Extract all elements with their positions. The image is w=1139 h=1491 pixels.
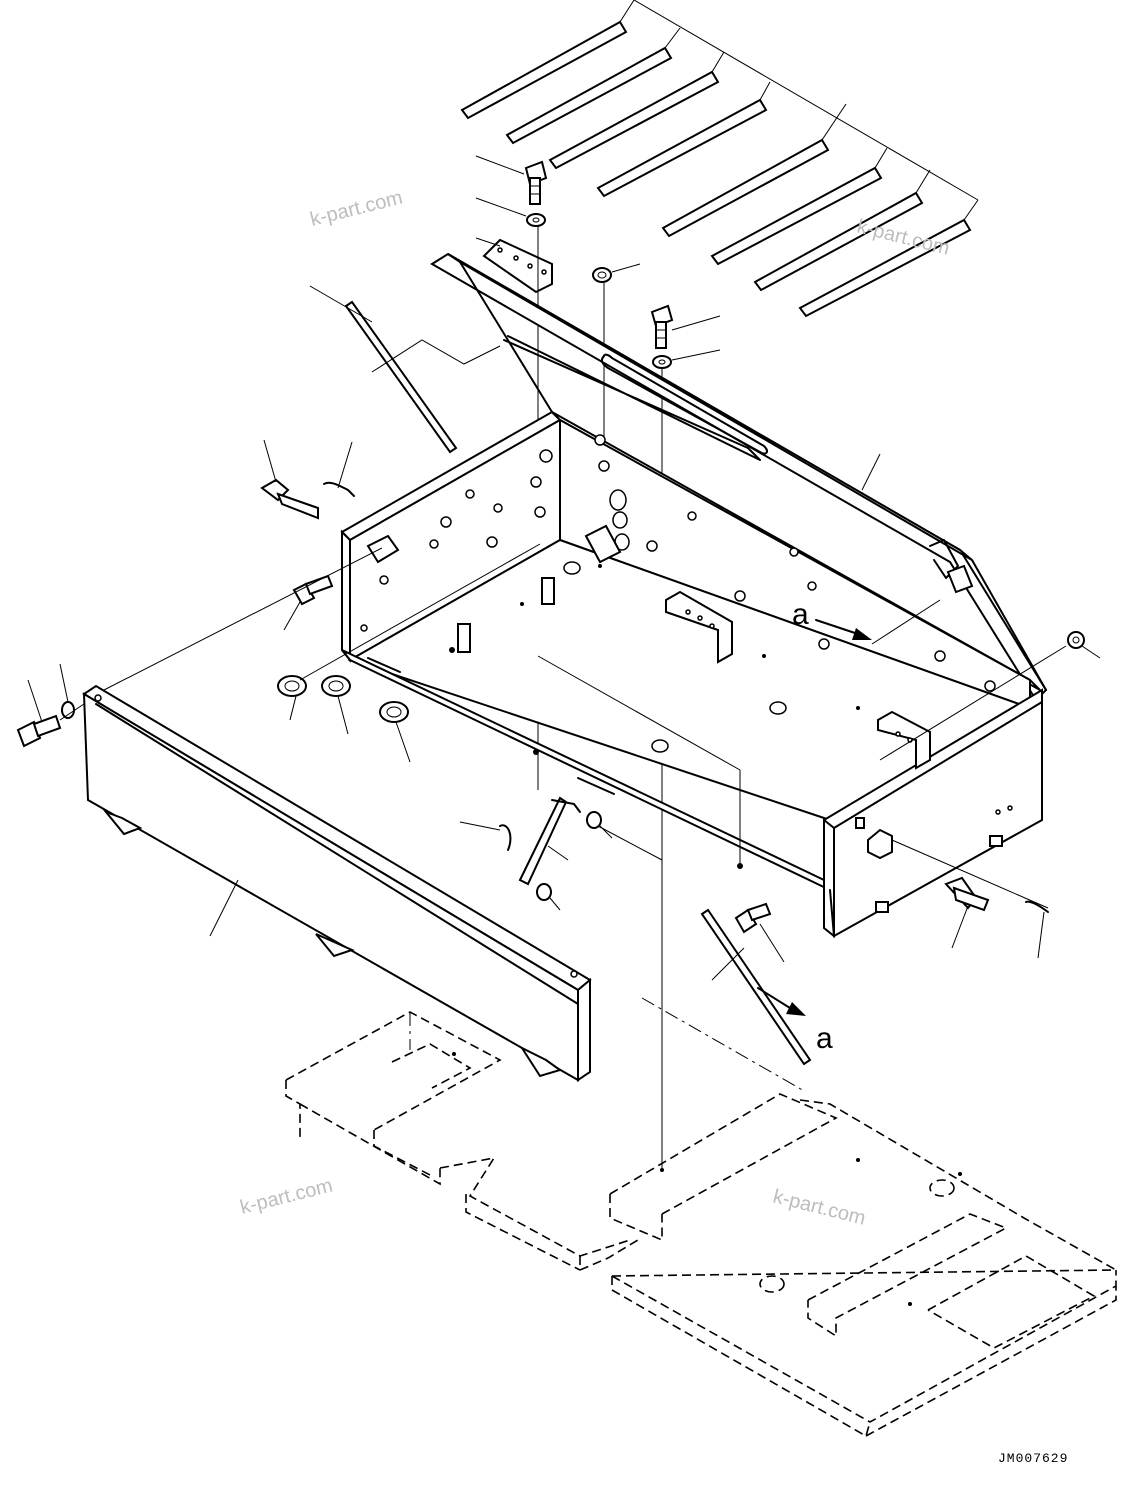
watermark-1: k-part.com xyxy=(308,187,405,231)
view-arrows: a a xyxy=(757,598,941,1055)
right-hardware xyxy=(700,631,1101,1066)
drawing-code: JM007629 xyxy=(998,1451,1068,1466)
left-hardware xyxy=(16,439,541,763)
view-marker-label-top: a xyxy=(792,598,809,631)
tray-lid xyxy=(430,252,1048,702)
stay-rod xyxy=(309,285,501,454)
middle-hardware xyxy=(459,655,741,911)
rubber-strips xyxy=(460,0,979,318)
front-panel xyxy=(82,684,592,1082)
watermark-3: k-part.com xyxy=(238,1175,335,1219)
view-marker-label-bottom: a xyxy=(816,1022,833,1055)
machine-frame-phantom xyxy=(285,997,1117,1438)
watermark-4: k-part.com xyxy=(771,1186,868,1230)
tool-box xyxy=(340,410,1043,939)
